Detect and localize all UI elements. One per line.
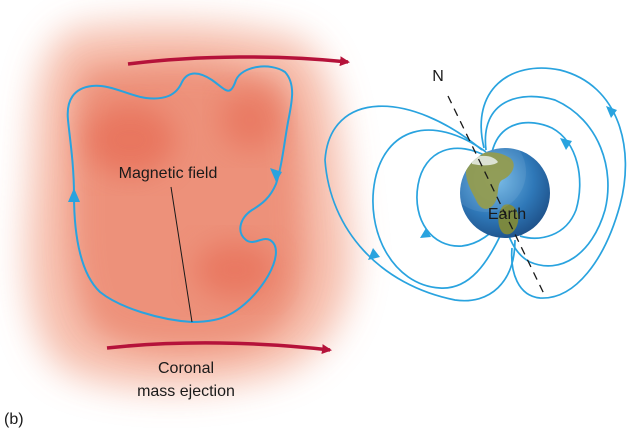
magnetosphere-lines [324, 67, 627, 302]
north-pole-label: N [432, 68, 444, 85]
magnetic-field-label: Magnetic field [119, 165, 218, 182]
panel-label: (b) [4, 411, 24, 428]
magnetic-field-loop [66, 65, 294, 324]
cme-label-line2: mass ejection [137, 383, 235, 400]
magnetic-field-leader [170, 186, 193, 323]
magnetic-axis [447, 95, 546, 297]
field-arrowhead-left [68, 188, 80, 202]
earth-label: Earth [488, 206, 526, 223]
flow-arrow-bottom [106, 341, 332, 355]
cme-cloud [27, 23, 352, 389]
cme-label-line1: Coronal [158, 360, 214, 377]
field-arrowhead-right [270, 168, 282, 182]
magnetosphere-arrowheads [368, 106, 617, 260]
flow-arrow-top [127, 55, 350, 67]
